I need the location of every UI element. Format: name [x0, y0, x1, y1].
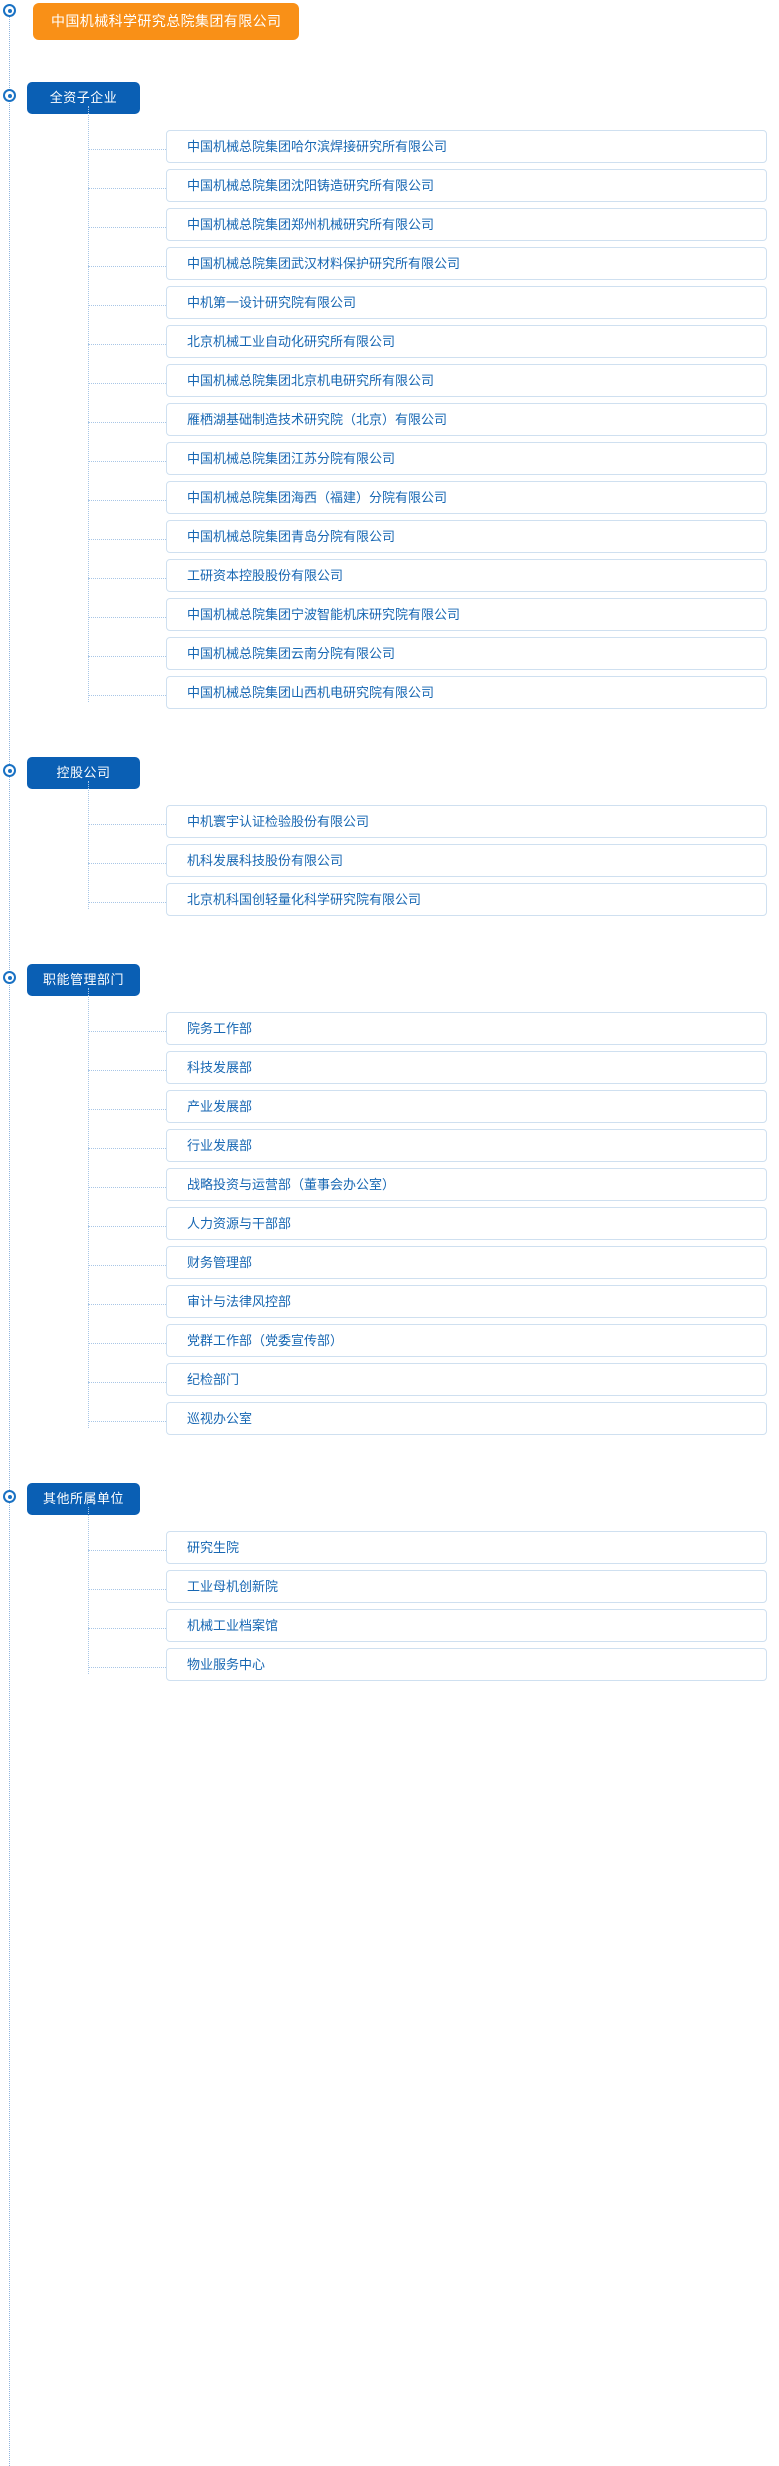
root-node-company[interactable]: 中国机械科学研究总院集团有限公司	[33, 3, 300, 40]
item-row: 中国机械总院集团北京机电研究所有限公司	[0, 364, 779, 403]
org-item[interactable]: 中国机械总院集团沈阳铸造研究所有限公司	[166, 169, 767, 202]
item-row: 研究生院	[0, 1531, 779, 1570]
item-row: 中国机械总院集团郑州机械研究所有限公司	[0, 208, 779, 247]
item-row: 审计与法律风控部	[0, 1285, 779, 1324]
item-row: 工研资本控股股份有限公司	[0, 559, 779, 598]
item-row: 中国机械总院集团武汉材料保护研究所有限公司	[0, 247, 779, 286]
item-row: 中国机械总院集团沈阳铸造研究所有限公司	[0, 169, 779, 208]
section-items: 院务工作部科技发展部产业发展部行业发展部战略投资与运营部（董事会办公室） 人力资源…	[0, 988, 779, 1447]
section-items: 中国机械总院集团哈尔滨焊接研究所有限公司中国机械总院集团沈阳铸造研究所有限公司中…	[0, 106, 779, 721]
item-row: 人力资源与干部部	[0, 1207, 779, 1246]
section-header-row: 职能管理部门	[0, 956, 779, 1000]
org-item[interactable]: 巡视办公室	[166, 1402, 767, 1435]
org-item[interactable]: 北京机科国创轻量化科学研究院有限公司	[166, 883, 767, 916]
section-title-0[interactable]: 全资子企业	[27, 82, 140, 114]
section-items: 中机寰宇认证检验股份有限公司机科发展科技股份有限公司北京机科国创轻量化科学研究院…	[0, 781, 779, 928]
section-spacer	[0, 1447, 779, 1475]
item-row: 巡视办公室	[0, 1402, 779, 1441]
org-item[interactable]: 纪检部门	[166, 1363, 767, 1396]
org-item[interactable]: 审计与法律风控部	[166, 1285, 767, 1318]
item-row: 工业母机创新院	[0, 1570, 779, 1609]
org-item[interactable]: 中国机械总院集团宁波智能机床研究院有限公司	[166, 598, 767, 631]
org-item[interactable]: 行业发展部	[166, 1129, 767, 1162]
org-item[interactable]: 工业母机创新院	[166, 1570, 767, 1603]
item-row: 中国机械总院集团海西（福建）分院有限公司	[0, 481, 779, 520]
org-item[interactable]: 中机寰宇认证检验股份有限公司	[166, 805, 767, 838]
item-row: 中国机械总院集团江苏分院有限公司	[0, 442, 779, 481]
item-row: 纪检部门	[0, 1363, 779, 1402]
org-item[interactable]: 中机第一设计研究院有限公司	[166, 286, 767, 319]
org-item[interactable]: 工研资本控股股份有限公司	[166, 559, 767, 592]
node-marker-icon	[3, 89, 16, 102]
item-row: 党群工作部（党委宣传部）	[0, 1324, 779, 1363]
section-spacer	[0, 928, 779, 956]
item-row: 物业服务中心	[0, 1648, 779, 1687]
org-item[interactable]: 机械工业档案馆	[166, 1609, 767, 1642]
section-header-row: 其他所属单位	[0, 1475, 779, 1519]
org-item[interactable]: 战略投资与运营部（董事会办公室）	[166, 1168, 767, 1201]
main-vertical-connector	[9, 16, 10, 2466]
org-item[interactable]: 中国机械总院集团哈尔滨焊接研究所有限公司	[166, 130, 767, 163]
section-2: 职能管理部门院务工作部科技发展部产业发展部行业发展部战略投资与运营部（董事会办公…	[0, 956, 779, 1447]
org-item[interactable]: 中国机械总院集团云南分院有限公司	[166, 637, 767, 670]
item-row: 北京机科国创轻量化科学研究院有限公司	[0, 883, 779, 922]
item-row: 中机寰宇认证检验股份有限公司	[0, 805, 779, 844]
sections-container: 全资子企业中国机械总院集团哈尔滨焊接研究所有限公司中国机械总院集团沈阳铸造研究所…	[0, 46, 779, 1693]
org-item[interactable]: 中国机械总院集团海西（福建）分院有限公司	[166, 481, 767, 514]
item-row: 雁栖湖基础制造技术研究院（北京）有限公司	[0, 403, 779, 442]
section-0: 全资子企业中国机械总院集团哈尔滨焊接研究所有限公司中国机械总院集团沈阳铸造研究所…	[0, 74, 779, 721]
org-item[interactable]: 中国机械总院集团郑州机械研究所有限公司	[166, 208, 767, 241]
item-row: 院务工作部	[0, 1012, 779, 1051]
root-node-row: 中国机械科学研究总院集团有限公司	[0, 0, 779, 46]
org-item[interactable]: 物业服务中心	[166, 1648, 767, 1681]
item-row: 科技发展部	[0, 1051, 779, 1090]
org-item[interactable]: 党群工作部（党委宣传部）	[166, 1324, 767, 1357]
item-row: 中国机械总院集团山西机电研究院有限公司	[0, 676, 779, 715]
item-row: 北京机械工业自动化研究所有限公司	[0, 325, 779, 364]
org-item[interactable]: 院务工作部	[166, 1012, 767, 1045]
item-row: 行业发展部	[0, 1129, 779, 1168]
node-marker-icon	[3, 971, 16, 984]
section-items: 研究生院工业母机创新院机械工业档案馆物业服务中心	[0, 1507, 779, 1693]
section-title-2[interactable]: 职能管理部门	[27, 964, 140, 996]
item-row: 中国机械总院集团哈尔滨焊接研究所有限公司	[0, 130, 779, 169]
item-row: 中国机械总院集团云南分院有限公司	[0, 637, 779, 676]
section-header-row: 全资子企业	[0, 74, 779, 118]
org-item[interactable]: 中国机械总院集团江苏分院有限公司	[166, 442, 767, 475]
org-item[interactable]: 雁栖湖基础制造技术研究院（北京）有限公司	[166, 403, 767, 436]
item-row: 机械工业档案馆	[0, 1609, 779, 1648]
org-item[interactable]: 研究生院	[166, 1531, 767, 1564]
org-item[interactable]: 人力资源与干部部	[166, 1207, 767, 1240]
item-row: 财务管理部	[0, 1246, 779, 1285]
item-row: 产业发展部	[0, 1090, 779, 1129]
org-item[interactable]: 中国机械总院集团武汉材料保护研究所有限公司	[166, 247, 767, 280]
node-marker-icon	[3, 1490, 16, 1503]
section-header-row: 控股公司	[0, 749, 779, 793]
section-1: 控股公司中机寰宇认证检验股份有限公司机科发展科技股份有限公司北京机科国创轻量化科…	[0, 749, 779, 928]
item-row: 中国机械总院集团宁波智能机床研究院有限公司	[0, 598, 779, 637]
org-item[interactable]: 中国机械总院集团青岛分院有限公司	[166, 520, 767, 553]
node-marker-icon	[3, 764, 16, 777]
item-row: 中机第一设计研究院有限公司	[0, 286, 779, 325]
section-3: 其他所属单位研究生院工业母机创新院机械工业档案馆物业服务中心	[0, 1475, 779, 1693]
org-item[interactable]: 财务管理部	[166, 1246, 767, 1279]
node-marker-icon	[3, 4, 16, 17]
org-item[interactable]: 产业发展部	[166, 1090, 767, 1123]
section-spacer	[0, 46, 779, 74]
org-item[interactable]: 机科发展科技股份有限公司	[166, 844, 767, 877]
section-spacer	[0, 721, 779, 749]
org-item[interactable]: 中国机械总院集团山西机电研究院有限公司	[166, 676, 767, 709]
org-item[interactable]: 北京机械工业自动化研究所有限公司	[166, 325, 767, 358]
item-row: 战略投资与运营部（董事会办公室）	[0, 1168, 779, 1207]
section-title-1[interactable]: 控股公司	[27, 757, 140, 789]
item-row: 机科发展科技股份有限公司	[0, 844, 779, 883]
org-item[interactable]: 科技发展部	[166, 1051, 767, 1084]
org-item[interactable]: 中国机械总院集团北京机电研究所有限公司	[166, 364, 767, 397]
section-title-3[interactable]: 其他所属单位	[27, 1483, 140, 1515]
item-row: 中国机械总院集团青岛分院有限公司	[0, 520, 779, 559]
